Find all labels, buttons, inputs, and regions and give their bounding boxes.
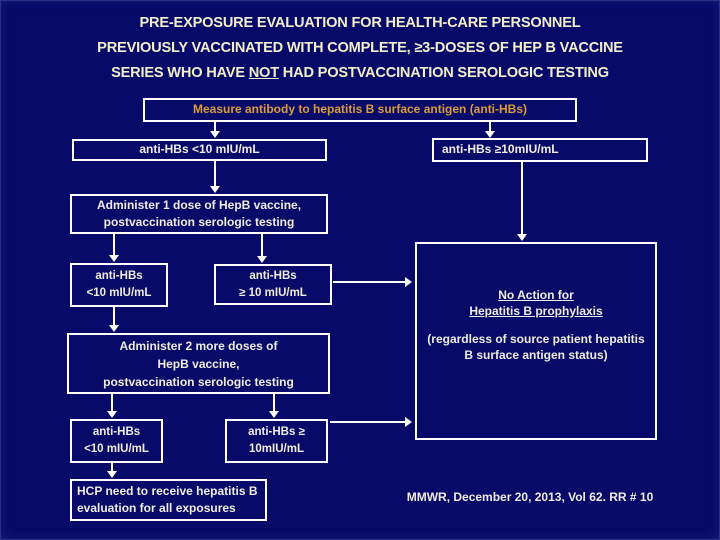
arrowhead-level3-mid-to-no-action	[405, 417, 412, 427]
page-title: PRE-EXPOSURE EVALUATION FOR HEALTH-CARE …	[0, 11, 720, 86]
level3-antihbs-high-line2: 10mIU/mL	[249, 443, 304, 455]
no-action-heading-line2: Hepatitis B prophylaxis	[469, 303, 603, 318]
level3-antihbs-low-line1: anti-HBs	[92, 426, 141, 439]
administer-1-dose-line2: postvaccination serologic testing	[103, 215, 295, 229]
level2-antihbs-high-line1: anti-HBs	[249, 269, 297, 282]
level2-antihbs-low-line1: anti-HBs	[95, 270, 143, 283]
measure-antibody-label: Measure antibody to hepatitis B surface …	[192, 102, 528, 117]
level1-antihbs-low-label: anti-HBs <10 mIU/mL	[139, 142, 260, 157]
title-line-3-before: SERIES WHO HAVE	[111, 65, 249, 81]
arrow-level1-right-to-no-action	[521, 161, 523, 235]
hcp-evaluation-box: HCP need to receive hepatitis B evaluati…	[70, 479, 267, 521]
arrowhead-administer2-to-level3-left	[107, 411, 117, 418]
arrow-administer1-to-level2-mid	[261, 233, 263, 257]
level2-antihbs-high-box: anti-HBs ≥ 10 mIU/mL	[214, 264, 332, 305]
level1-antihbs-low-box: anti-HBs <10 mIU/mL	[72, 139, 327, 161]
arrow-measure-to-level1-left	[214, 121, 216, 132]
level3-antihbs-low-line2: <10 mIU/mL	[84, 443, 149, 455]
level1-antihbs-high-box: anti-HBs ≥10mIU/mL	[432, 138, 648, 162]
arrowhead-level1-right-to-no-action	[517, 234, 527, 241]
arrow-level2-left-to-administer2	[113, 306, 115, 326]
arrowhead-administer1-to-level2-mid	[257, 256, 267, 263]
no-action-note-line1: (regardless of source patient hepatitis	[427, 332, 645, 347]
arrowhead-level1-left-to-administer1	[210, 186, 220, 193]
title-line-2: PREVIOUSLY VACCINATED WITH COMPLETE, ≥3-…	[97, 40, 623, 56]
level3-antihbs-high-box: anti-HBs ≥ 10mIU/mL	[225, 419, 328, 463]
hcp-evaluation-line1: HCP need to receive hepatitis B	[77, 484, 258, 499]
level2-antihbs-low-line2: <10 mIU/mL	[86, 287, 152, 299]
no-action-note-line2: B surface antigen status)	[464, 347, 608, 362]
level3-antihbs-low-box: anti-HBs <10 mIU/mL	[70, 419, 163, 463]
no-action-box: No Action for Hepatitis B prophylaxis (r…	[415, 242, 657, 440]
measure-antibody-box: Measure antibody to hepatitis B surface …	[143, 98, 577, 122]
arrow-measure-to-level1-right	[489, 121, 491, 132]
administer-2-doses-line1: Administer 2 more doses of	[119, 338, 278, 353]
arrowhead-administer2-to-level3-mid	[269, 411, 279, 418]
administer-2-doses-box: Administer 2 more doses of HepB vaccine,…	[67, 333, 330, 394]
hcp-evaluation-line2: evaluation for all exposures	[77, 501, 236, 515]
arrow-administer1-to-level2-left	[113, 233, 115, 256]
level2-antihbs-high-line2: ≥ 10 mIU/mL	[239, 286, 307, 299]
arrowhead-level2-left-to-administer2	[109, 325, 119, 332]
level3-antihbs-high-line1: anti-HBs ≥	[248, 426, 305, 439]
citation-text: MMWR, December 20, 2013, Vol 62. RR # 10	[406, 490, 654, 504]
arrow-level3-left-to-hcp	[111, 462, 113, 472]
title-line-3-after: HAD POSTVACCINATION SEROLOGIC TESTING	[278, 65, 609, 81]
arrow-level2-mid-to-no-action	[333, 281, 406, 283]
arrowhead-level2-mid-to-no-action	[405, 277, 412, 287]
arrowhead-measure-to-level1-left	[210, 131, 220, 138]
title-line-3-not-underlined: NOT	[248, 65, 279, 81]
administer-1-dose-line1: Administer 1 dose of HepB vaccine,	[96, 197, 302, 212]
arrowhead-measure-to-level1-right	[485, 131, 495, 138]
title-line-1: PRE-EXPOSURE EVALUATION FOR HEALTH-CARE …	[139, 15, 581, 31]
administer-1-dose-box: Administer 1 dose of HepB vaccine, postv…	[70, 194, 328, 234]
level2-antihbs-low-box: anti-HBs <10 mIU/mL	[70, 263, 168, 307]
arrow-administer2-to-level3-left	[111, 393, 113, 412]
level1-antihbs-high-label: anti-HBs ≥10mIU/mL	[442, 142, 559, 157]
arrowhead-administer1-to-level2-left	[109, 255, 119, 262]
administer-2-doses-line2: HepB vaccine,	[157, 356, 240, 371]
arrow-level1-left-to-administer1	[214, 160, 216, 187]
administer-2-doses-line3: postvaccination serologic testing	[103, 374, 294, 389]
title-line-3: SERIES WHO HAVE NOT HAD POSTVACCINATION …	[0, 61, 720, 86]
arrow-level3-mid-to-no-action	[330, 421, 406, 423]
arrowhead-level3-left-to-hcp	[107, 471, 117, 478]
arrow-administer2-to-level3-mid	[273, 393, 275, 412]
no-action-heading-line1: No Action for	[498, 288, 574, 302]
